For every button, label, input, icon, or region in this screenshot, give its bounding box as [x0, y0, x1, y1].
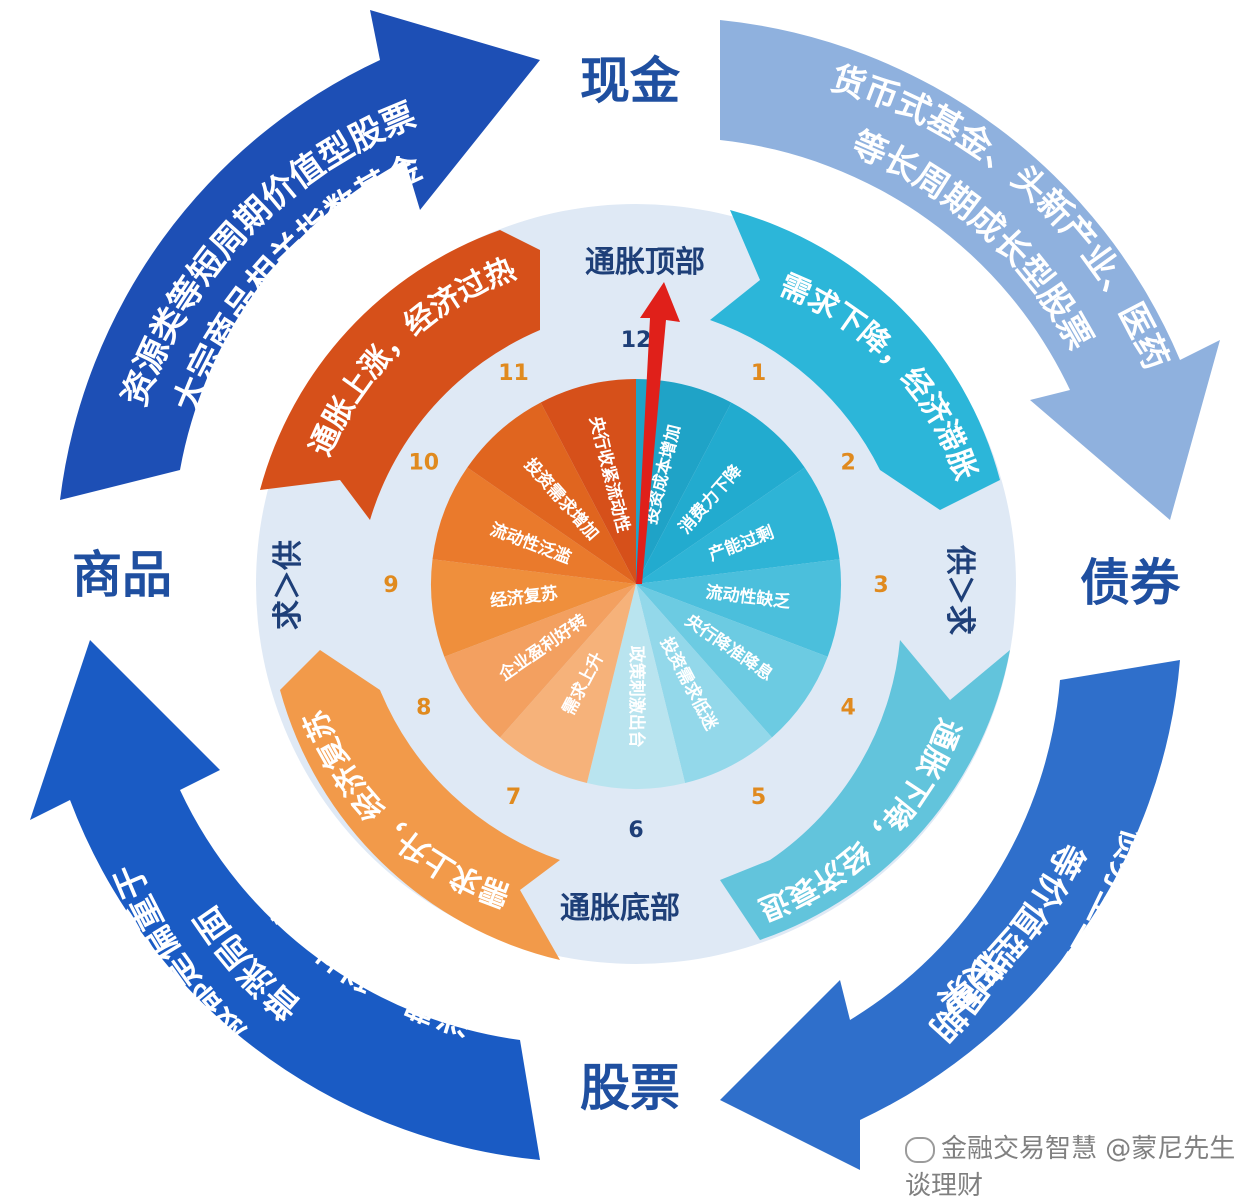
clock-number: 3 [873, 573, 888, 598]
wheel-segment [636, 559, 842, 657]
clock-number: 1 [751, 361, 766, 386]
wheel-segment [636, 379, 732, 584]
clock-number: 2 [841, 451, 856, 476]
wheel-segment [500, 584, 636, 784]
ring-arrow-top-right [710, 210, 1000, 510]
wheel-segment [636, 584, 828, 738]
outer-arrow-top-right [720, 20, 1220, 520]
outer-arrow-top-left [60, 10, 540, 500]
clock-number: 11 [498, 361, 529, 386]
outer-arrow-bottom-left [30, 640, 540, 1160]
watermark: 金融交易智慧 @蒙尼先生谈理财 [905, 1128, 1242, 1202]
quadrant-label-commodities: 商品 [72, 546, 172, 604]
label-supply-gt-demand: 供＞求 [942, 544, 977, 635]
wheel-segment [444, 584, 636, 738]
ring-arrow-bottom-right [720, 640, 1010, 940]
quadrant-label-bonds: 债券 [1080, 554, 1181, 612]
ring-arrow-bottom-left [280, 650, 560, 960]
clock-number: 8 [416, 696, 431, 721]
label-inflation-bottom: 通胀底部 [560, 891, 680, 926]
label-inflation-top: 通胀顶部 [585, 245, 705, 280]
clock-number: 6 [628, 818, 643, 843]
wheel-segment [431, 559, 636, 657]
label-demand-gt-supply: 求＞供 [271, 540, 306, 630]
quadrant-label-cash: 现金 [580, 52, 681, 110]
clock-number: 4 [841, 696, 856, 721]
wheel-segment-label: 政策刺激出台 [626, 646, 647, 748]
ring-arrow-top-left [260, 230, 540, 520]
wheel-segment [586, 584, 686, 789]
outer-arrow-bottom-right [720, 660, 1180, 1170]
clock-number: 7 [506, 785, 521, 810]
wechat-icon [905, 1136, 935, 1163]
clock-hand [636, 282, 680, 584]
wheel-segment [432, 467, 636, 584]
wheel-segment [467, 402, 636, 584]
wheel-segment [636, 402, 805, 584]
clock-number: 12 [621, 328, 652, 353]
watermark-text: 金融交易智慧 @蒙尼先生谈理财 [905, 1134, 1236, 1201]
quadrant-label-stocks: 股票 [580, 1059, 680, 1117]
cycle-wheel: 投资成本增加消费力下降产能过剩流动性缺乏央行降准降息投资需求低迷政策刺激出台需求… [431, 379, 842, 789]
clock-number: 9 [383, 573, 398, 598]
wheel-segment [636, 584, 772, 784]
wheel-segment [540, 379, 636, 584]
clock-number: 10 [409, 451, 440, 476]
clock-number: 5 [751, 785, 766, 810]
wheel-segment [636, 467, 840, 584]
